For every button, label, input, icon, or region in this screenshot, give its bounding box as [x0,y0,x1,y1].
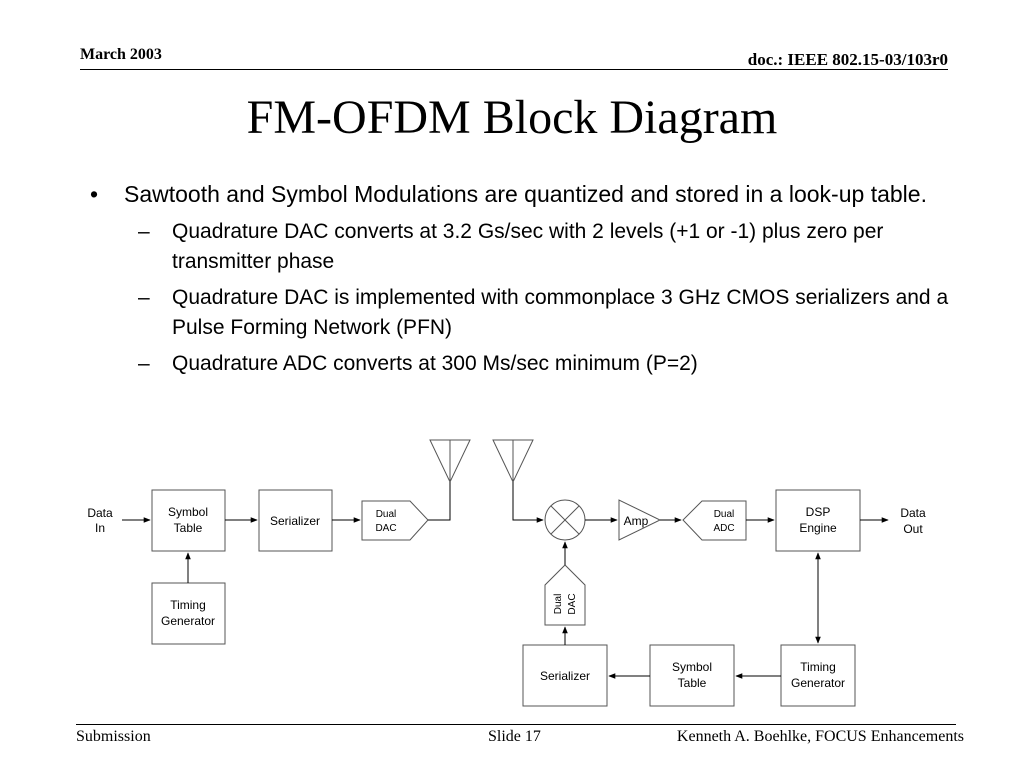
sub-bullet-text: Quadrature DAC is implemented with commo… [172,286,949,339]
slide-number: Slide 17 [488,728,541,745]
dual-dac-tx-label: Dual [376,509,397,520]
bullet-item: • Sawtooth and Symbol Modulations are qu… [90,178,950,211]
footer-author: Kenneth A. Boehlke, FOCUS Enhancements [676,728,964,745]
timing-generator-rx-label: Timing [800,660,836,674]
footer-divider [76,724,956,725]
dual-dac-rx-label: DAC [567,593,578,614]
dual-dac-tx-block [361,500,429,541]
symbol-table-tx-label: Symbol [168,505,208,519]
dual-dac-rx-label: Dual [553,594,564,615]
sub-bullet-item: – Quadrature ADC converts at 300 Ms/sec … [90,349,950,379]
footer-left: Submission [76,728,151,745]
dash-marker: – [138,352,150,375]
header-divider [80,69,948,70]
symbol-table-tx-label: Table [174,521,203,535]
bullet-list: • Sawtooth and Symbol Modulations are qu… [90,178,950,385]
timing-generator-rx-label: Generator [791,676,845,690]
amp-triangle-icon [618,499,662,541]
serializer-rx-label: Serializer [540,669,590,683]
header-doc-id: doc.: IEEE 802.15-03/103r0 [747,50,948,69]
dash-marker: – [138,220,150,243]
data-in-label: Data [87,506,113,520]
data-out-label: Data [900,506,926,520]
dual-adc-block [682,500,747,541]
data-out-label: Out [903,522,923,536]
dsp-engine-label: DSP [806,505,831,519]
bullet-text: Sawtooth and Symbol Modulations are quan… [124,181,927,207]
dual-dac-rx-block [544,564,586,626]
timing-generator-tx-label: Timing [170,598,206,612]
sub-bullet-text: Quadrature DAC converts at 3.2 Gs/sec wi… [172,220,884,273]
dual-adc-label: Dual [714,509,735,520]
symbol-table-rx-label: Table [678,676,707,690]
dual-adc-label: ADC [713,523,734,534]
header-date: March 2003 [80,46,162,63]
serializer-tx-label: Serializer [270,514,320,528]
amp-label: Amp [624,514,649,528]
data-in-label: In [95,521,105,535]
sub-bullet-text: Quadrature ADC converts at 300 Ms/sec mi… [172,352,698,375]
dual-dac-tx-label: DAC [375,523,396,534]
slide-title: FM-OFDM Block Diagram [246,91,778,144]
dsp-engine-label: Engine [799,521,837,535]
sub-bullet-item: – Quadrature DAC converts at 3.2 Gs/sec … [90,217,950,277]
symbol-table-rx-label: Symbol [672,660,712,674]
bullet-marker: • [90,181,99,207]
block-diagram: Data In Symbol Table Serializer Timing G… [87,439,926,707]
dash-marker: – [138,286,150,309]
sub-bullet-item: – Quadrature DAC is implemented with com… [90,283,950,343]
timing-generator-tx-label: Generator [161,614,215,628]
